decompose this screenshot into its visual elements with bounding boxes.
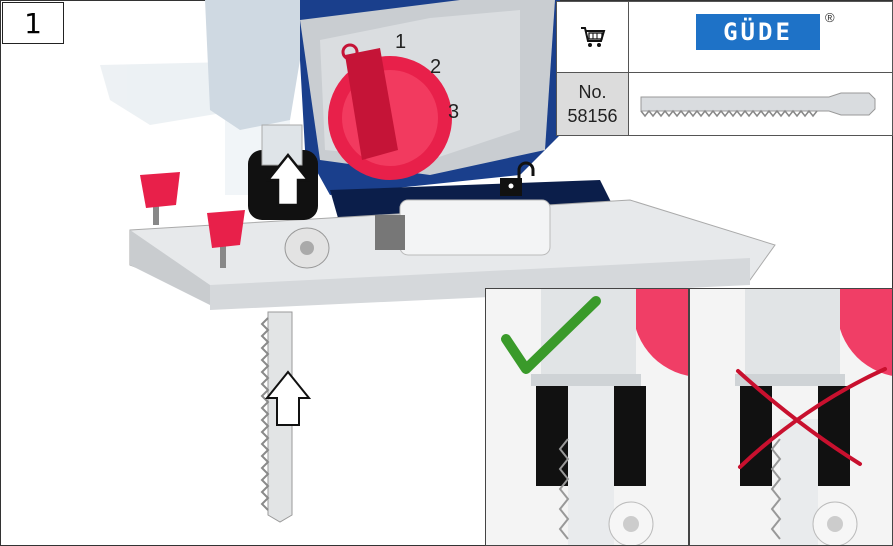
check-mark-icon [486,289,689,546]
dial-number-2: 2 [430,56,441,78]
dial-number-3: 3 [448,101,459,123]
figure-number: 1 [2,2,64,44]
knob-left[interactable] [140,172,180,225]
item-number: 58156 [567,104,617,128]
jigsaw-blade-image [629,73,892,135]
dial-number-1: 1 [395,31,406,53]
brand-logo: GÜDE [696,14,820,50]
inset-correct [485,288,689,546]
cross-mark-icon [690,289,893,546]
cart-cell[interactable] [556,1,629,73]
product-info-table: GÜDE ® No. 58156 [556,1,893,136]
item-number-cell: No. 58156 [556,72,629,136]
inset-incorrect [689,288,893,546]
item-label: No. [578,80,606,104]
registered-mark: ® [825,10,835,25]
brand-logo-cell: GÜDE ® [628,1,893,73]
guide-roller [285,228,329,268]
blade-image-cell [628,72,893,136]
shopping-cart-icon[interactable] [580,24,606,50]
